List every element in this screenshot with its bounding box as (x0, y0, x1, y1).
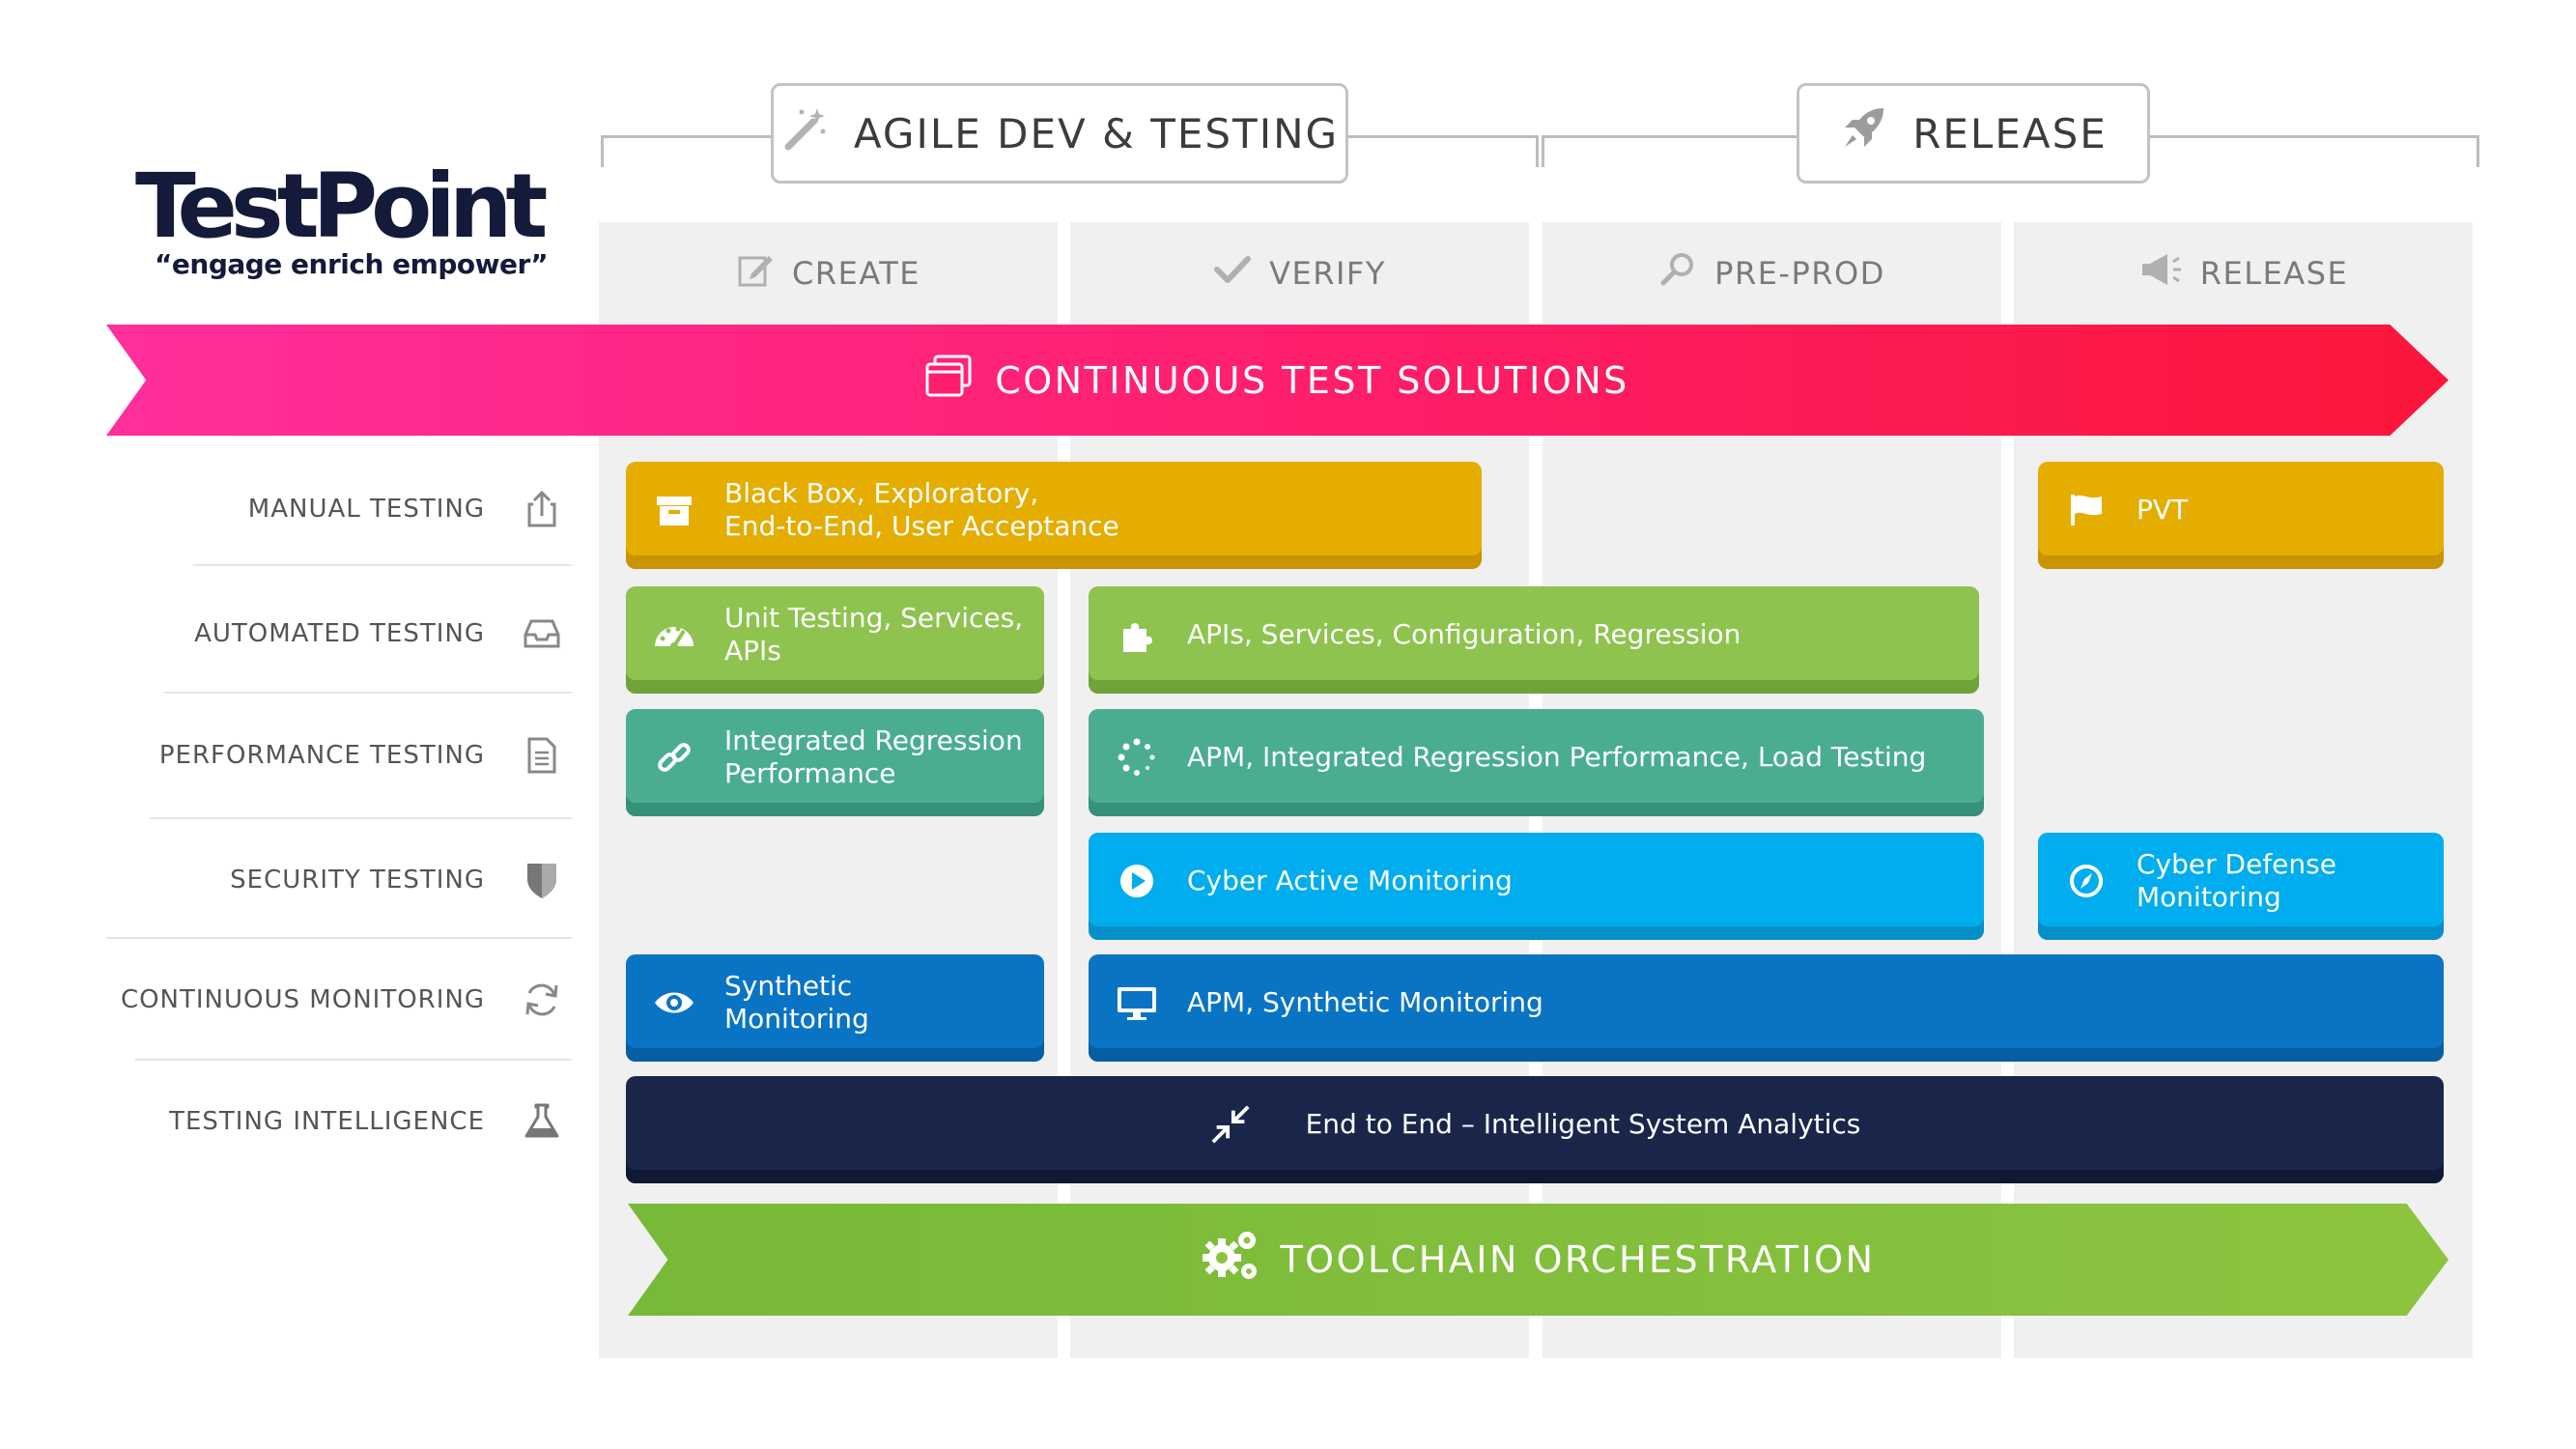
row-label-performance: PERFORMANCE TESTING (158, 741, 485, 770)
archive-icon (653, 489, 695, 531)
banner-top-label: CONTINUOUS TEST SOLUTIONS (995, 358, 1629, 402)
agile-bracket-end (1536, 135, 1539, 167)
search-icon (1658, 250, 1697, 297)
column-header-verify-label: VERIFY (1269, 254, 1386, 292)
card-text: APIs, Services, Configuration, Regressio… (1187, 617, 1741, 650)
row-separator (150, 817, 572, 819)
row-label-manual: MANUAL TESTING (247, 495, 485, 524)
refresh-icon (522, 980, 562, 1020)
card-text: Cyber Active Monitoring (1187, 864, 1513, 896)
phase-agile: AGILE DEV & TESTING (771, 83, 1348, 184)
column-header-preprod: PRE-PROD (1543, 222, 2001, 324)
phase-release: RELEASE (1797, 83, 2150, 184)
card-text: Black Box, Exploratory, (724, 476, 1039, 509)
card-text: APIs (724, 634, 781, 667)
row-separator (164, 692, 572, 694)
document-icon (522, 735, 562, 776)
card-automated-verify: APIs, Services, Configuration, Regressio… (1089, 586, 1979, 694)
card-intelligence: End to End – Intelligent System Analytic… (626, 1076, 2444, 1183)
shield-icon (522, 860, 562, 900)
row-separator (106, 937, 572, 939)
card-text: Monitoring (724, 1002, 869, 1035)
column-header-create-label: CREATE (792, 254, 920, 292)
card-automated-create: Unit Testing, Services,APIs (626, 586, 1044, 694)
card-manual-release: PVT (2038, 462, 2444, 569)
puzzle-icon (1116, 613, 1158, 656)
edit-icon (736, 250, 775, 297)
card-text: Monitoring (2137, 880, 2281, 913)
speedometer-icon (653, 613, 695, 656)
play-icon (1116, 860, 1158, 902)
compress-icon (1209, 1103, 1252, 1146)
row-label-security: SECURITY TESTING (230, 866, 485, 895)
flag-icon (2065, 489, 2108, 531)
column-header-release-label: RELEASE (2199, 254, 2349, 292)
continuous-test-solutions-banner: CONTINUOUS TEST SOLUTIONS (106, 325, 2449, 436)
column-header-create: CREATE (599, 222, 1058, 324)
card-text: End-to-End, User Acceptance (724, 509, 1119, 542)
flask-icon (522, 1101, 562, 1142)
card-text: Integrated Regression (724, 724, 1023, 756)
spinner-icon (1116, 736, 1158, 779)
card-manual-create: Black Box, Exploratory,End-to-End, User … (626, 462, 1482, 569)
monitor-icon (1116, 981, 1158, 1024)
column-header-preprod-label: PRE-PROD (1714, 254, 1885, 292)
phase-release-label: RELEASE (1912, 109, 2108, 157)
megaphone-icon (2138, 250, 2183, 297)
toolchain-orchestration-banner: TOOLCHAIN ORCHESTRATION (628, 1204, 2449, 1316)
magic-wand-icon (780, 104, 829, 162)
compass-icon (2065, 860, 2108, 902)
phase-agile-label: AGILE DEV & TESTING (853, 109, 1340, 157)
card-text: PVT (2137, 493, 2189, 526)
gears-icon (1201, 1229, 1260, 1292)
logo-tagline: “engage enrich empower” (155, 248, 549, 280)
card-performance-verify: APM, Integrated Regression Performance, … (1089, 709, 1984, 816)
banner-bottom-label: TOOLCHAIN ORCHESTRATION (1280, 1238, 1876, 1281)
card-text: Cyber Defense (2137, 847, 2336, 880)
card-text: Synthetic (724, 969, 853, 1002)
column-header-verify: VERIFY (1070, 222, 1529, 324)
card-text: Unit Testing, Services, (724, 601, 1024, 634)
rocket-icon (1839, 104, 1887, 162)
card-text: Performance (724, 756, 896, 789)
row-separator (193, 564, 572, 566)
card-text: APM, Integrated Regression Performance, … (1187, 740, 1927, 773)
upload-icon (522, 489, 562, 529)
row-label-intelligence: TESTING INTELLIGENCE (169, 1107, 485, 1136)
inbox-icon (522, 613, 562, 654)
row-separator (135, 1059, 572, 1061)
row-label-automated: AUTOMATED TESTING (194, 619, 485, 648)
link-icon (653, 736, 695, 779)
card-text: APM, Synthetic Monitoring (1187, 985, 1543, 1018)
eye-icon (653, 981, 695, 1024)
windows-icon (925, 355, 972, 406)
card-monitoring-verify: APM, Synthetic Monitoring (1089, 954, 2444, 1062)
column-header-release: RELEASE (2014, 222, 2473, 324)
card-security-verify: Cyber Active Monitoring (1089, 833, 1984, 940)
row-label-monitoring: CONTINUOUS MONITORING (120, 985, 485, 1014)
checkmark-icon (1213, 250, 1252, 297)
card-text: End to End – Intelligent System Analytic… (1305, 1107, 1861, 1140)
logo-wordmark: TestPoint (135, 155, 548, 258)
